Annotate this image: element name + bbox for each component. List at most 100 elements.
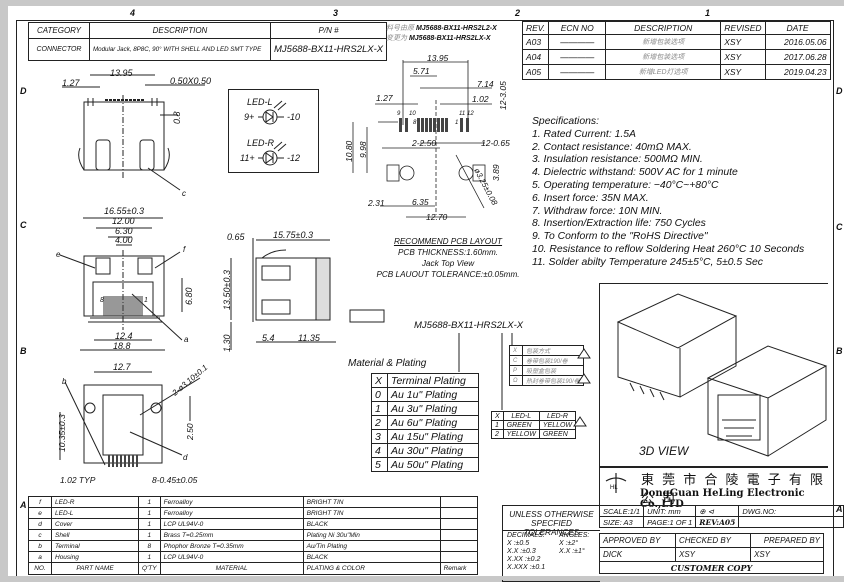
top-dim: 6.80 <box>184 287 194 305</box>
top-dim: 16.55±0.3 <box>104 206 144 216</box>
dim-width: 13.95 <box>110 68 134 78</box>
old-part-number: MJ5688-BX11-HRS2L2-X <box>415 25 497 32</box>
decimals-list: DECIMALS: X :±0.5 X.X :±0.3 X.XX :±0.2 X… <box>507 532 546 571</box>
callout-c: c <box>182 189 186 198</box>
top-dim: 12.4 <box>115 331 133 341</box>
spec-item: 7. Withdraw force: 10N MIN. <box>532 205 663 217</box>
revision-row: A05 ———— 新增LED灯选项 XSY 2019.04.23 <box>521 64 831 80</box>
revision-triangle-icon <box>577 348 591 359</box>
pin-label: 8 <box>100 297 104 304</box>
top-dim: 6.30 <box>115 226 133 236</box>
zone-label-left: C <box>20 220 27 230</box>
led-l-anode: 9+ <box>244 112 254 122</box>
pcb-dim: 9.98 <box>358 141 368 158</box>
specifications-block: Specifications: 1. Rated Current: 1.5A 2… <box>532 116 804 270</box>
dim-height: 0.8 <box>172 111 182 124</box>
spec-item: 3. Insulation resistance: 500MΩ MIN. <box>532 154 703 166</box>
callout-f: f <box>183 245 186 254</box>
specifications-title: Specifications: <box>532 116 599 127</box>
bottom-dim: 2.50 <box>185 423 195 441</box>
dwg-no-label: DWG.NO: <box>738 505 844 517</box>
change-note: 料号由原 MJ5688-BX11-HRS2L2-X 变更为 MJ5688-BX1… <box>386 25 497 42</box>
3d-view-label: 3D VIEW <box>639 444 689 458</box>
size-value: SIZE: A3 <box>598 516 645 528</box>
bottom-dim: 1.02 TYP <box>60 475 96 485</box>
pin-label: 1 <box>144 297 148 304</box>
spec-item: 9. To Conform to the "RoHS Directive" <box>532 231 708 243</box>
bom-header-qty: Q'TY <box>138 562 161 575</box>
zone-label-right: D <box>836 86 843 96</box>
company-name-en: DongGuan HeLing Electronic Co.,LTD <box>640 488 805 510</box>
pin-label: 8 <box>413 120 417 126</box>
projection-symbol-icon: ⊕ ⊲ <box>695 505 740 517</box>
led-schematic-box <box>228 89 319 173</box>
callout-e: e <box>56 250 61 259</box>
bom-header-remark: Remark <box>439 562 478 575</box>
spec-item: 8. Insertion/Extraction life: 750 Cycles <box>532 218 706 230</box>
rev-value: REV:A05 <box>695 516 740 528</box>
company-name-cn: 東 莞 市 合 陵 電 子 有 限 公 司 <box>641 473 826 507</box>
spec-item: 10. Resistance to reflow Soldering Heat … <box>532 243 805 255</box>
bottom-dim: 8-0.45±0.05 <box>152 475 198 485</box>
led-l-cathode: -10 <box>287 112 300 122</box>
drawing-frame <box>16 20 834 580</box>
revision-triangle-icon <box>573 416 587 427</box>
plating-header: Terminal Plating <box>387 373 479 388</box>
pcb-dim: 13.95 <box>427 53 449 63</box>
zone-label-top: 3 <box>333 8 339 18</box>
pcb-dim: 7.14 <box>477 79 494 89</box>
zone-label-top: 1 <box>705 8 711 18</box>
title-block-table: SCALE:1/1 UNIT: mm ⊕ ⊲ DWG.NO: SIZE: A3 … <box>598 505 844 528</box>
bom-header-plating: PLATING & COLOR <box>302 562 441 575</box>
pin-label: 10 <box>409 111 416 117</box>
ordering-part-code: MJ5688-BX11-HRS2LX-X <box>414 320 524 331</box>
pcb-note: PCB THICKNESS:1.60mm. <box>397 248 499 257</box>
pcb-dim: 5.71 <box>413 66 430 76</box>
zone-label-right: B <box>836 346 843 356</box>
zone-label-right: C <box>836 222 843 232</box>
side-dim: 5.4 <box>262 333 275 343</box>
customer-copy-label: CUSTOMER COPY <box>599 561 824 574</box>
header-table: CATEGORY DESCRIPTION P/N # CONNECTOR Mod… <box>28 22 388 61</box>
bom-header-no: NO. <box>28 562 52 575</box>
pcb-dim: 2-2.50 <box>411 138 436 148</box>
prepared-by-value: XSY <box>750 547 824 562</box>
spec-item: 2. Contact resistance: 40mΩ MAX. <box>532 141 692 153</box>
spec-item: 11. Solder abilty Temperature 245±5°C, 5… <box>532 256 764 268</box>
bom-row: f LED-R 1 Ferroalloy BRIGHT TIN <box>28 496 478 508</box>
tolerance-block: UNLESS OTHERWISE SPECFIED TOLERANCES DEC… <box>502 505 600 582</box>
approved-by-label: APPROVED BY <box>599 533 676 548</box>
pcb-dim: 12-0.65 <box>481 138 510 148</box>
spec-item: 6. Insert force: 35N MAX. <box>532 192 649 204</box>
zone-label-top: 2 <box>515 8 521 18</box>
side-dim: 15.75±0.3 <box>273 230 313 240</box>
approval-table: APPROVED BY CHECKED BY PREPARED BY DICK … <box>599 533 824 574</box>
top-dim: 12.00 <box>112 216 135 226</box>
bottom-dim: 12.7 <box>113 362 132 372</box>
angles-list: ANGLES: X :±2° X.X :±1° <box>559 532 590 555</box>
side-dim: 11.35 <box>298 333 321 343</box>
logo-text: HL <box>610 485 618 491</box>
company-block <box>599 466 828 506</box>
callout-d: d <box>183 453 188 462</box>
bottom-dim: 10.35±0.3 <box>57 414 67 452</box>
bom-header-material: MATERIAL <box>159 562 304 575</box>
scale-value: SCALE:1/1 <box>598 505 645 517</box>
side-dim: 13.50±0.3 <box>222 270 232 310</box>
page-value: PAGE:1 OF 1 <box>643 516 697 528</box>
pcb-layout-title: RECOMMEND PCB LAYOUT <box>393 237 503 246</box>
pcb-note: Jack Top View <box>421 259 475 268</box>
bom-header-part-name: PART NAME <box>51 562 139 575</box>
callout-b: b <box>62 377 67 386</box>
approved-by-value: DICK <box>599 547 676 562</box>
